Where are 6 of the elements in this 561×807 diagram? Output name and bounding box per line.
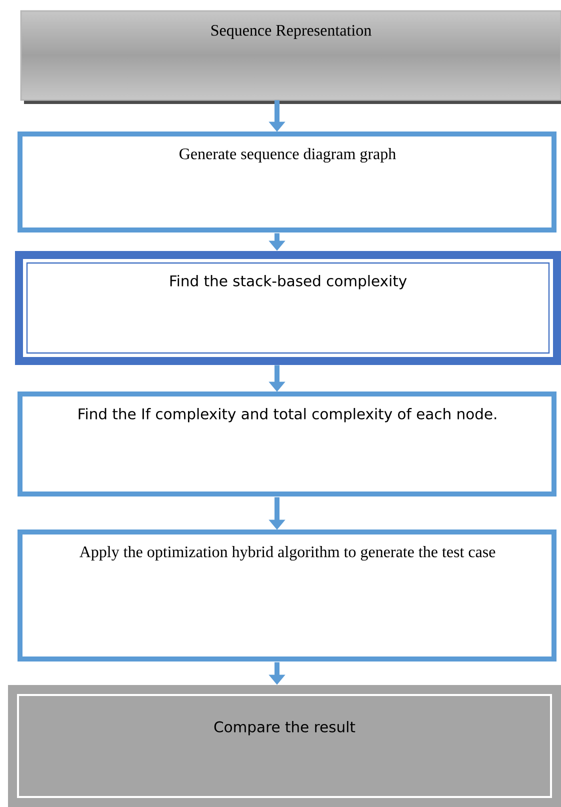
process-box: Generate sequence diagram graph (18, 132, 556, 232)
process-box: Find the stack-based complexity (15, 251, 561, 365)
process-box: Sequence Representation (20, 10, 561, 104)
result-box: Compare the result (8, 685, 561, 807)
process-box: Apply the optimization hybrid algorithm to generate the test case (18, 530, 556, 662)
process-box: Find the If complexity and total complexity of each node. (18, 392, 556, 496)
